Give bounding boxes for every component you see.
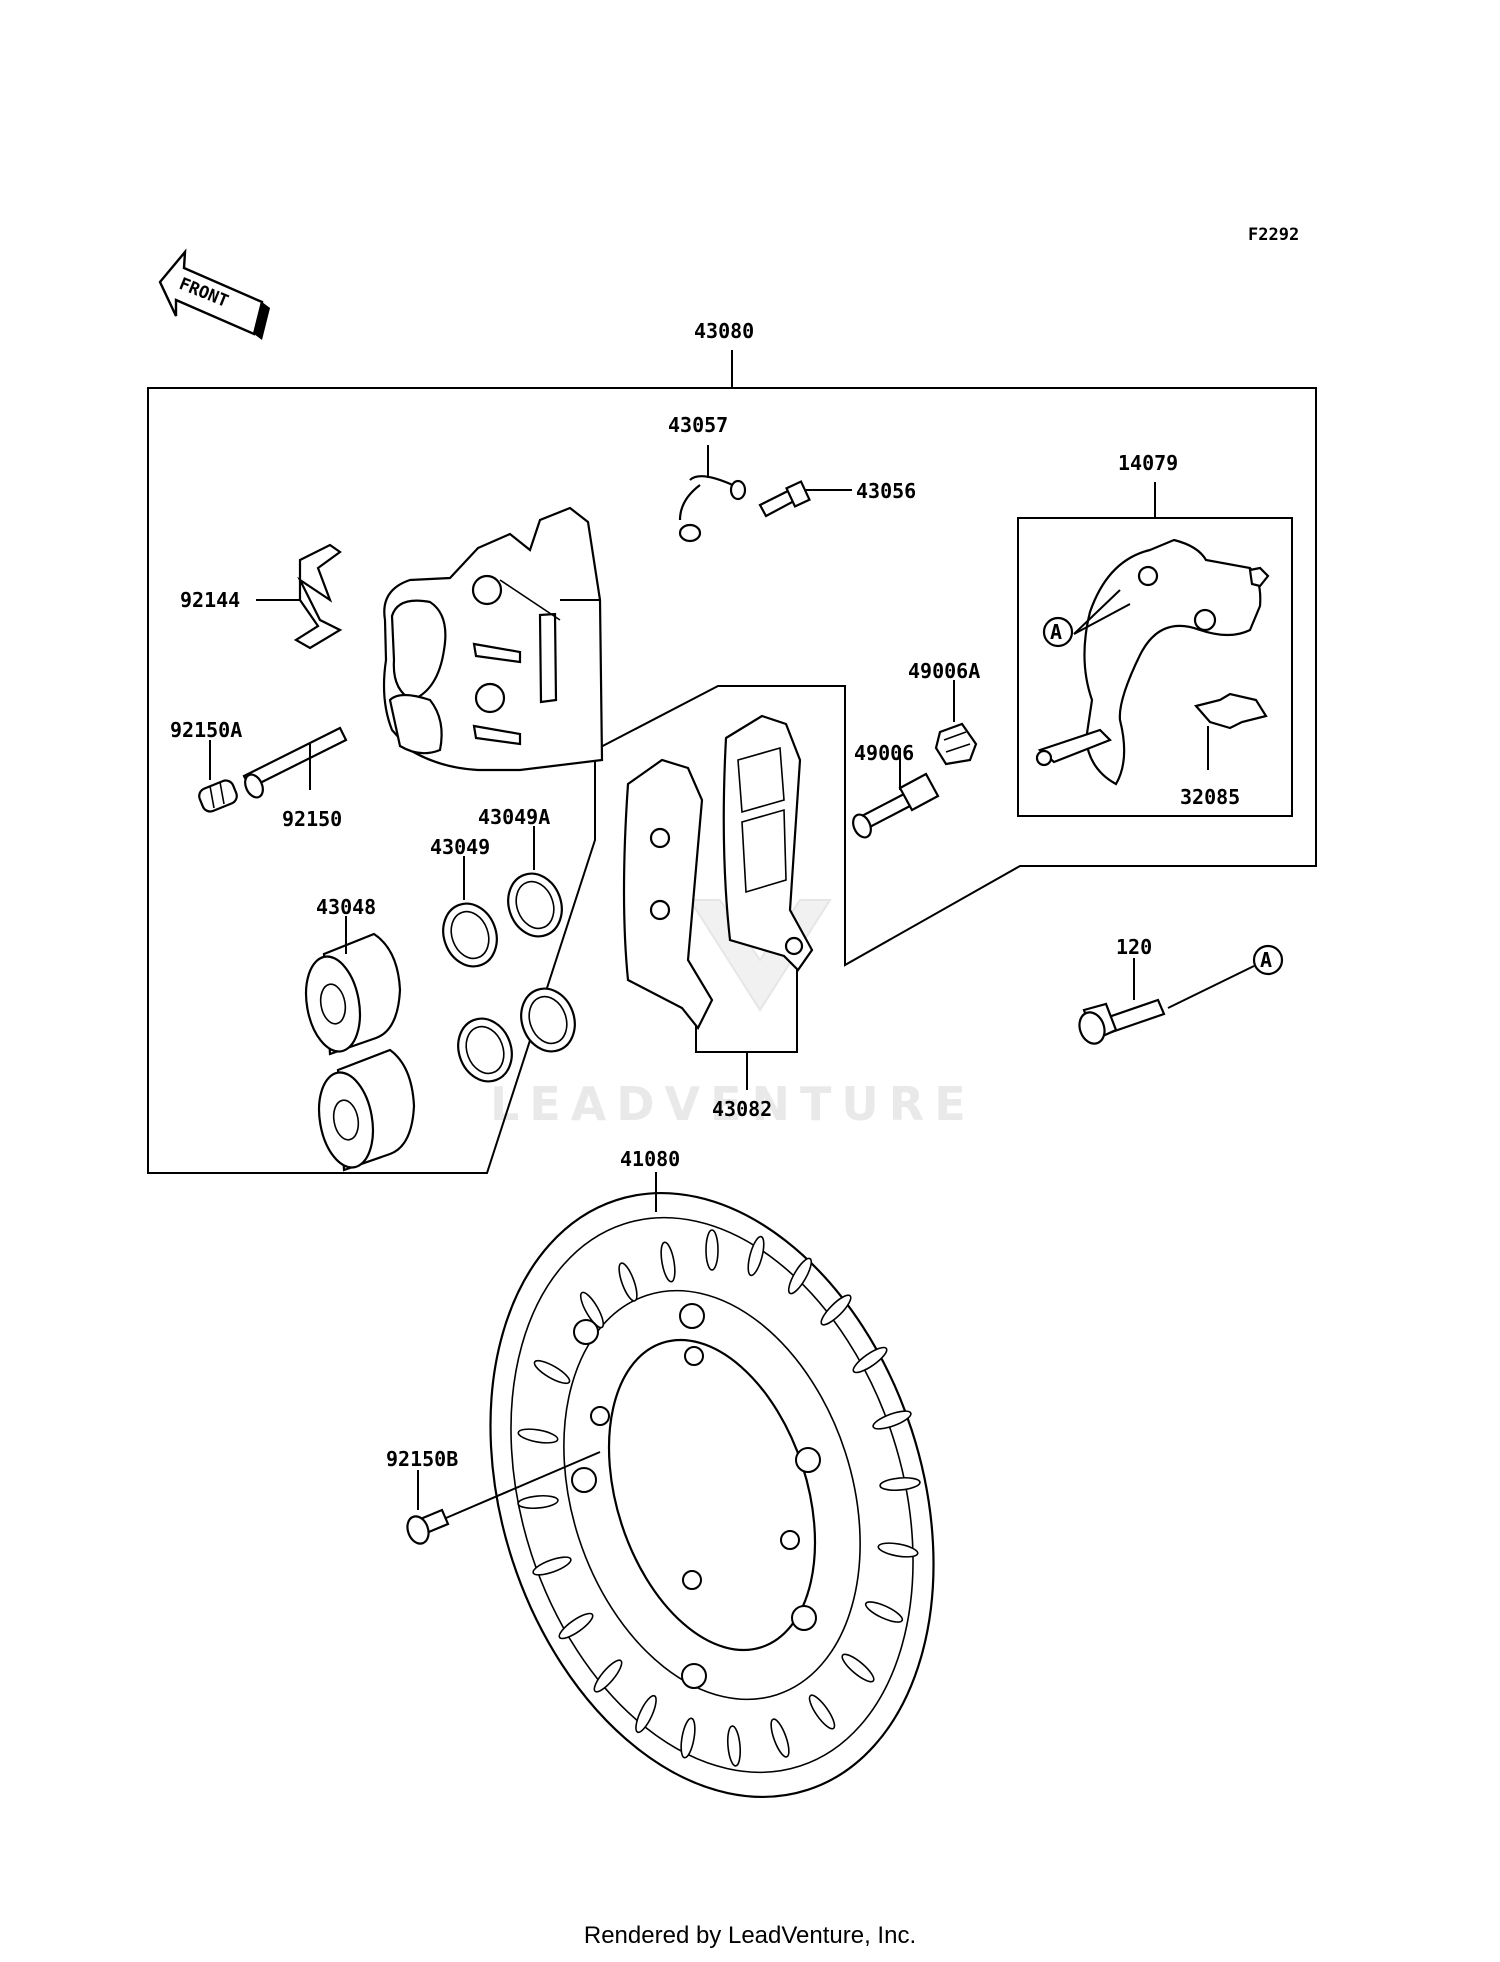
label-43080: 43080 <box>694 319 754 343</box>
ref-marker-a-bolt: A <box>1260 948 1272 972</box>
front-arrow-icon: FRONT <box>158 248 270 340</box>
part-92150A-cap <box>198 740 238 813</box>
part-43049-seals <box>442 856 513 1083</box>
label-43056: 43056 <box>856 479 916 503</box>
ref-marker-a-bracket: A <box>1050 620 1062 644</box>
part-43082-pads <box>622 714 814 1031</box>
label-43049: 43049 <box>430 835 490 859</box>
part-92150-pin <box>242 726 348 799</box>
part-43057 <box>678 445 747 543</box>
part-32085 <box>1193 692 1268 770</box>
label-43057: 43057 <box>668 413 728 437</box>
part-43048-pistons <box>304 916 416 1172</box>
part-43049A-seals <box>507 826 576 1053</box>
label-92150A: 92150A <box>170 718 242 742</box>
label-43048: 43048 <box>316 895 376 919</box>
label-92144: 92144 <box>180 588 240 612</box>
label-14079: 14079 <box>1118 451 1178 475</box>
figure-code: F2292 <box>1248 225 1299 245</box>
part-92150B-bolt <box>406 1451 601 1545</box>
label-49006: 49006 <box>854 741 914 765</box>
part-14079-bracket: A <box>1035 538 1270 786</box>
label-32085: 32085 <box>1180 785 1240 809</box>
label-43049A: 43049A <box>478 805 550 829</box>
part-labels: 43080 43057 43056 14079 92144 49006A 490… <box>170 319 1240 1471</box>
part-49006A-boot <box>934 680 978 766</box>
part-caliper-body <box>382 506 604 772</box>
bracket-outline <box>1017 482 1293 817</box>
label-49006A: 49006A <box>908 659 980 683</box>
label-92150: 92150 <box>282 807 342 831</box>
pads-outline <box>695 930 798 1090</box>
disc-slots <box>517 1229 921 1767</box>
part-41080-disc <box>489 1172 935 1798</box>
label-41080: 41080 <box>620 1147 680 1171</box>
disc-mount-holes <box>571 1303 821 1689</box>
part-43056 <box>758 480 852 518</box>
part-92144-spring <box>256 543 343 650</box>
part-49006-pin <box>852 748 940 839</box>
footer-credit: Rendered by LeadVenture, Inc. <box>583 1922 917 1949</box>
label-120: 120 <box>1116 935 1152 959</box>
caliper-assembly-outline <box>147 350 1317 1174</box>
part-120-bolt: A <box>1078 944 1284 1045</box>
label-43082: 43082 <box>712 1097 772 1121</box>
label-92150B: 92150B <box>386 1447 458 1471</box>
watermark-text: LEADVENTURE <box>490 1077 976 1131</box>
